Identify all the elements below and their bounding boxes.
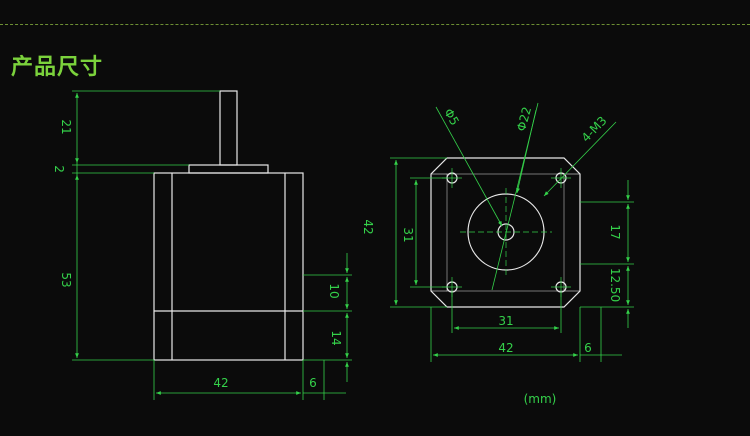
label-front-connector: 6: [584, 341, 592, 355]
label-connector-depth: 6: [309, 376, 317, 390]
label-connector-upper: 10: [327, 283, 341, 298]
side-view-labels: 21 2 53 42 6 10 14 42: [52, 119, 375, 390]
front-inner-frame: [446, 173, 565, 292]
label-mount-thread: 4-M3: [579, 114, 610, 145]
unit-label: (mm): [524, 392, 557, 406]
motor-shaft: [219, 90, 238, 166]
leader-mount-thread: [543, 121, 617, 197]
label-hole-spacing-h: 31: [498, 314, 513, 328]
motor-flange: [188, 164, 269, 174]
label-connector-lower: 14: [329, 330, 343, 345]
label-boss-dia: Φ22: [514, 105, 534, 132]
label-flange-thickness: 2: [52, 165, 66, 173]
side-view: [153, 90, 304, 361]
label-body-width: 42: [213, 376, 228, 390]
label-hole-spacing-v: 31: [401, 227, 415, 242]
front-view: [430, 157, 581, 308]
label-shaft-dia: Φ5: [441, 106, 462, 128]
motor-body: [153, 172, 304, 361]
top-divider: [0, 24, 750, 25]
front-view-dimensions: [390, 102, 634, 362]
label-body-length: 53: [59, 272, 73, 287]
leader-shaft-dia: [435, 106, 503, 227]
page-title: 产品尺寸: [11, 55, 104, 80]
label-shaft-length: 21: [59, 119, 73, 134]
label-right-upper: 17: [608, 224, 622, 239]
front-face: [430, 157, 581, 308]
label-front-height: 42: [361, 219, 375, 234]
label-right-lower: 12.50: [608, 268, 622, 302]
side-view-dimensions: [72, 90, 352, 400]
label-front-width: 42: [498, 341, 513, 355]
